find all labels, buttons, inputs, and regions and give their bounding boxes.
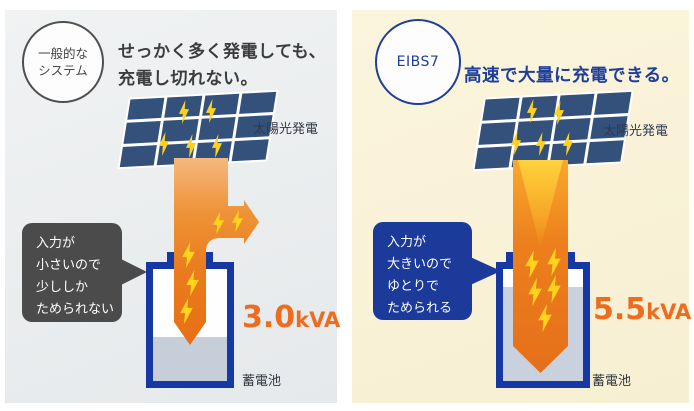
battery-wall: [583, 262, 590, 388]
lightning-bolt-icon: [553, 101, 565, 125]
badge-text: EIBS7: [396, 54, 440, 70]
battery-terminal: [568, 252, 575, 269]
energy-flow-arrow: [174, 158, 259, 345]
bubble-line-2: 大きいので: [387, 257, 453, 272]
bubble-line-1: 入力が: [387, 235, 427, 250]
bubble-line-4: ためられる: [387, 301, 453, 316]
panel-headline: せっかく多く発電しても、 充電し切れない。: [118, 39, 326, 93]
energy-flow-arrow: [513, 160, 568, 373]
callout-bubble-tail: [117, 257, 147, 287]
solar-cell: [197, 117, 236, 140]
lightning-bolt-icon: [562, 132, 574, 156]
panel-headline: 高速で大量に充電できる。: [464, 66, 680, 86]
battery-rim: [568, 262, 590, 269]
solar-label: 太陽光発電: [253, 122, 319, 137]
battery-terminal: [506, 252, 513, 269]
battery-label: 蓄電池: [242, 374, 282, 389]
right-system-panel: EIBS7 高速で大量に充電できる。 太陽光発電: [352, 10, 691, 403]
system-badge: EIBS7: [375, 19, 461, 105]
lightning-bolt-icon: [158, 132, 170, 156]
capacity-value: 5.5kVA: [593, 292, 691, 327]
solar-cell: [482, 97, 520, 121]
battery-rim: [206, 262, 234, 269]
headline-line-1: せっかく多く発電しても、: [118, 42, 327, 62]
capacity-number: 5.5: [593, 292, 647, 327]
battery-wall: [496, 381, 590, 388]
badge-text: 一般的な システム: [38, 45, 88, 79]
bubble-line-3: 少ししか: [36, 280, 89, 295]
battery-wall: [146, 262, 153, 388]
lightning-bolt-icon: [213, 212, 224, 234]
left-system-panel: 一般的な システム せっかく多く発電しても、 充電し切れない。 太陽光発電: [5, 10, 340, 403]
battery-wall: [227, 262, 234, 388]
system-badge: 一般的な システム: [22, 21, 104, 103]
capacity-value: 3.0kVA: [242, 300, 340, 335]
solar-cell: [238, 91, 277, 115]
solar-cell: [586, 140, 624, 164]
solar-label: 太陽光発電: [603, 124, 669, 139]
capacity-unit: kVA: [295, 308, 341, 332]
badge-line-1: 一般的な: [37, 46, 88, 61]
battery-wall: [496, 262, 503, 388]
lightning-bolt-icon: [510, 131, 522, 155]
lightning-bolt-icon: [185, 134, 197, 158]
lightning-bolt-icon: [232, 210, 243, 232]
bubble-line-4: ためられない: [36, 302, 115, 317]
badge-line-2: システム: [38, 63, 88, 78]
callout-bubble: 入力が 小さいので 少ししか ためられない: [22, 223, 122, 322]
solar-cell: [478, 121, 516, 145]
bubble-line-3: ゆとりで: [387, 279, 440, 294]
battery-terminal: [206, 252, 213, 269]
solar-cell: [515, 119, 554, 143]
solar-cell: [123, 121, 161, 144]
lightning-bolt-icon: [178, 100, 190, 124]
battery-rim: [146, 262, 174, 269]
solar-cell: [160, 119, 199, 142]
headline-line-2: 充電し切れない。: [118, 69, 258, 89]
battery-rim: [496, 262, 513, 269]
lightning-bolt-icon: [535, 132, 547, 156]
battery-illustration: [146, 252, 234, 388]
bubble-line-1: 入力が: [36, 236, 76, 251]
solar-cell: [519, 95, 558, 119]
solar-cell: [127, 97, 165, 121]
solar-cell: [119, 144, 158, 168]
lightning-bolt-icon: [211, 134, 223, 158]
lightning-bolt-icon: [526, 99, 538, 123]
battery-wall: [146, 381, 234, 388]
lightning-bolt-icon: [205, 99, 217, 123]
capacity-number: 3.0: [242, 300, 296, 335]
solar-cell: [593, 91, 632, 115]
battery-terminal: [167, 252, 174, 269]
bubble-line-2: 小さいので: [36, 258, 102, 273]
capacity-unit: kVA: [646, 300, 692, 324]
battery-label: 蓄電池: [592, 374, 632, 389]
solar-cell: [474, 146, 513, 170]
callout-bubble: 入力が 大きいので ゆとりで ためられる: [373, 222, 472, 320]
